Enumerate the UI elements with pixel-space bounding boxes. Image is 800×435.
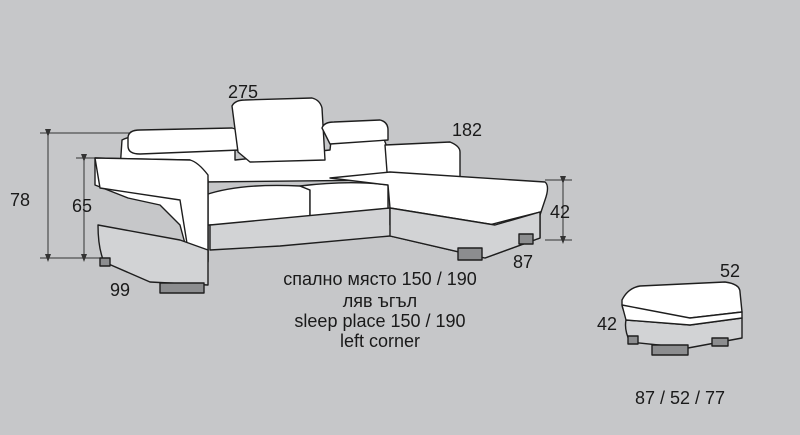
dim-chaise-height: 42 (550, 202, 571, 222)
dim-chaise-depth: 87 (513, 252, 534, 272)
chaise-base (389, 207, 541, 259)
foot-chaise (457, 247, 483, 261)
ottoman-foot-left (627, 335, 639, 345)
corner-sofa (94, 97, 549, 294)
headrest-center (231, 97, 326, 163)
ottoman-foot-front (651, 344, 689, 356)
dim-ottoman-height: 42 (597, 314, 618, 334)
ottoman (621, 281, 743, 356)
caption-sleep-en: sleep place 150 / 190 (294, 311, 466, 331)
caption-corner-bg: ляв ъгъл (342, 291, 418, 311)
foot-arm (99, 257, 111, 267)
caption-corner-en: left corner (339, 331, 421, 351)
arm-platform (97, 224, 209, 286)
armrest-front (94, 157, 209, 263)
dim-ottoman-size: 87 / 52 / 77 (635, 388, 726, 408)
dimension-lines (40, 129, 572, 262)
dim-ottoman-width: 52 (720, 261, 741, 281)
dim-seat-depth: 99 (110, 280, 131, 300)
caption-sleep-bg: спално място 150 / 190 (283, 269, 477, 289)
dim-chaise-length: 182 (452, 120, 483, 140)
dim-total-height: 78 (10, 190, 31, 210)
foot-chaise-back (518, 233, 534, 245)
dim-sofa-width: 275 (228, 82, 259, 102)
headrest-right (321, 119, 389, 145)
ottoman-foot-back (711, 337, 729, 347)
dim-arm-height: 65 (72, 196, 93, 216)
foot-front (159, 282, 205, 294)
headrest-left (127, 127, 241, 155)
ottoman-seam (621, 304, 743, 326)
